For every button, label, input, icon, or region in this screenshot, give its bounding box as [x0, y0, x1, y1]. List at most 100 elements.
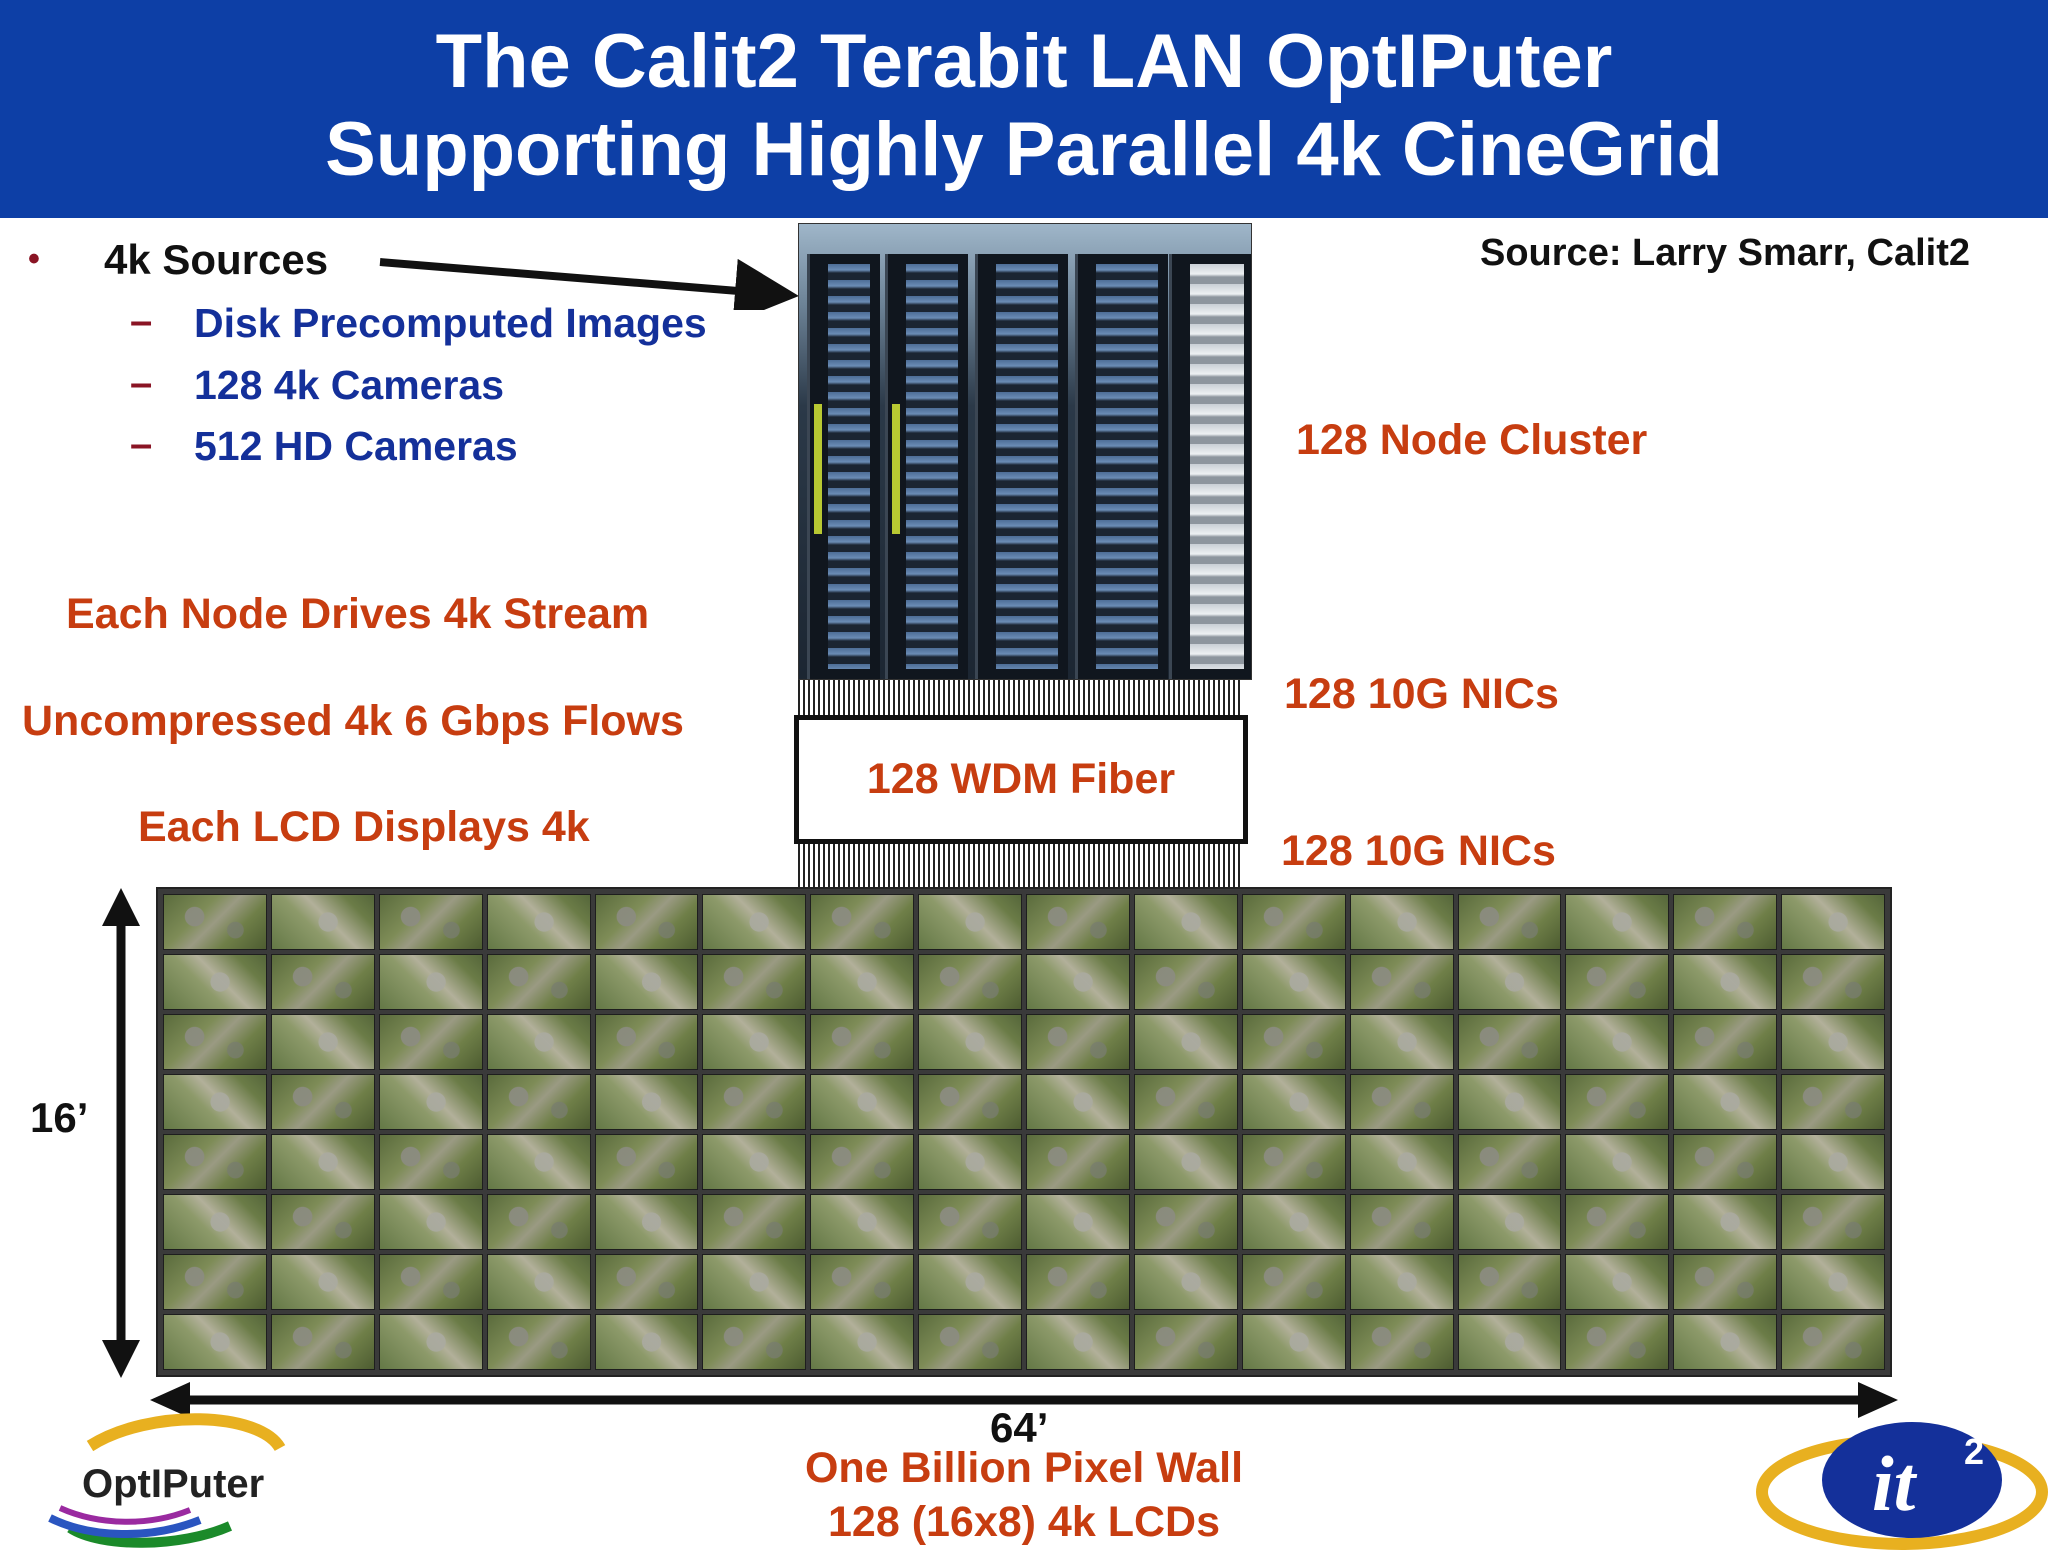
lcd-tile: [1241, 1074, 1346, 1130]
lcd-tile: [1133, 1194, 1238, 1250]
lcd-tile: [1241, 1254, 1346, 1310]
lcd-tile: [486, 1314, 591, 1370]
lcd-tile: [702, 1314, 807, 1370]
title-line-2: Supporting Highly Parallel 4k CineGrid: [325, 107, 1723, 192]
it2-logo: it 2: [1752, 1410, 2048, 1553]
lcd-tile: [1781, 1014, 1885, 1070]
lcd-tile: [1673, 1134, 1778, 1190]
lcd-tile: [1026, 1074, 1130, 1130]
lcd-tile: [594, 1074, 699, 1130]
lcd-tile: [1133, 894, 1238, 950]
lcd-tile: [1241, 1014, 1346, 1070]
optiputer-logo: OptIPuter: [30, 1408, 330, 1548]
fiber-bundle-bottom: [798, 844, 1240, 888]
lcd-tile: [1457, 954, 1562, 1010]
lcd-tile: [163, 954, 267, 1010]
lcd-tile: [1673, 1014, 1778, 1070]
lcd-tile: [270, 954, 375, 1010]
lcd-tile: [810, 1194, 915, 1250]
lcd-tile: [163, 1014, 267, 1070]
lcd-tile: [1565, 1194, 1670, 1250]
lcd-tile: [486, 1134, 591, 1190]
lcd-tile: [1133, 1254, 1238, 1310]
it2-logo-icon: it 2: [1756, 1422, 2048, 1550]
lcd-tile: [270, 1014, 375, 1070]
uncompressed-label: Uncompressed 4k 6 Gbps Flows: [22, 697, 684, 745]
lcd-tile: [1457, 1074, 1562, 1130]
wall-caption-line-2: 128 (16x8) 4k LCDs: [828, 1498, 1220, 1546]
wdm-fiber-box: 128 WDM Fiber: [794, 715, 1248, 844]
lcd-tile: [1781, 1254, 1885, 1310]
lcd-tile: [378, 1074, 483, 1130]
lcd-tile: [918, 1074, 1022, 1130]
lcd-tile: [810, 1254, 915, 1310]
lcd-tile: [378, 954, 483, 1010]
lcd-tile: [1781, 1194, 1885, 1250]
lcd-tile: [918, 1014, 1022, 1070]
lcd-tile: [1673, 1194, 1778, 1250]
lcd-tile: [1457, 894, 1562, 950]
lcd-tile: [270, 1254, 375, 1310]
lcd-tile: [486, 1254, 591, 1310]
lcd-tile: [702, 1254, 807, 1310]
lcd-tile: [378, 1134, 483, 1190]
lcd-tile: [1133, 1014, 1238, 1070]
lcd-tile: [594, 1014, 699, 1070]
lcd-tile: [1457, 1014, 1562, 1070]
lcd-wall: [156, 887, 1892, 1377]
lcd-tile: [163, 1254, 267, 1310]
height-arrow-icon: [102, 888, 140, 1378]
nics-top-label: 128 10G NICs: [1284, 670, 1559, 718]
lcd-tile: [702, 894, 807, 950]
lcd-tile: [1241, 954, 1346, 1010]
lcd-tile: [270, 1134, 375, 1190]
lcd-tile: [1673, 1254, 1778, 1310]
lcd-tile: [594, 894, 699, 950]
lcd-tile: [702, 1194, 807, 1250]
lcd-tile: [163, 1074, 267, 1130]
source-item-4k-cameras: 128 4k Cameras: [194, 362, 505, 408]
lcd-tile: [1349, 1134, 1454, 1190]
sources-label: 4k Sources: [104, 236, 329, 283]
lcd-tile: [810, 1134, 915, 1190]
fiber-bundle-top: [798, 680, 1240, 718]
lcd-tile: [1349, 954, 1454, 1010]
lcd-tile: [1349, 1254, 1454, 1310]
lcd-tile: [1026, 954, 1130, 1010]
lcd-tile: [1026, 1314, 1130, 1370]
lcd-tile: [594, 1254, 699, 1310]
lcd-tile: [1781, 894, 1885, 950]
lcd-tile: [1457, 1314, 1562, 1370]
lcd-tile: [1241, 1314, 1346, 1370]
optiputer-logo-text: OptIPuter: [82, 1462, 265, 1506]
svg-text:it: it: [1872, 1440, 1918, 1527]
lcd-tile: [1133, 1074, 1238, 1130]
lcd-tile: [270, 1074, 375, 1130]
lcd-tile: [810, 894, 915, 950]
lcd-tile: [1781, 1134, 1885, 1190]
width-arrow-icon: [150, 1382, 1898, 1418]
lcd-tile: [1349, 1074, 1454, 1130]
svg-text:2: 2: [1964, 1431, 1984, 1472]
lcd-tile: [1457, 1134, 1562, 1190]
lcd-tile: [1241, 894, 1346, 950]
lcd-tile: [486, 894, 591, 950]
title-line-1: The Calit2 Terabit LAN OptIPuter: [435, 19, 1613, 104]
lcd-tile: [1565, 954, 1670, 1010]
lcd-tile: [270, 1314, 375, 1370]
lcd-tile: [918, 1134, 1022, 1190]
lcd-tile: [1673, 954, 1778, 1010]
lcd-tile: [918, 1314, 1022, 1370]
lcd-tile: [594, 1314, 699, 1370]
lcd-tile: [594, 954, 699, 1010]
lcd-tile: [1673, 1314, 1778, 1370]
title-banner: The Calit2 Terabit LAN OptIPuter Support…: [0, 0, 2048, 218]
lcd-tile: [918, 894, 1022, 950]
lcd-tile: [378, 1254, 483, 1310]
lcd-tile: [1565, 1014, 1670, 1070]
dash-marker-1: –: [130, 299, 153, 343]
lcd-tile: [1781, 954, 1885, 1010]
lcd-tile: [486, 954, 591, 1010]
lcd-tile: [702, 954, 807, 1010]
lcd-tile: [1565, 1134, 1670, 1190]
